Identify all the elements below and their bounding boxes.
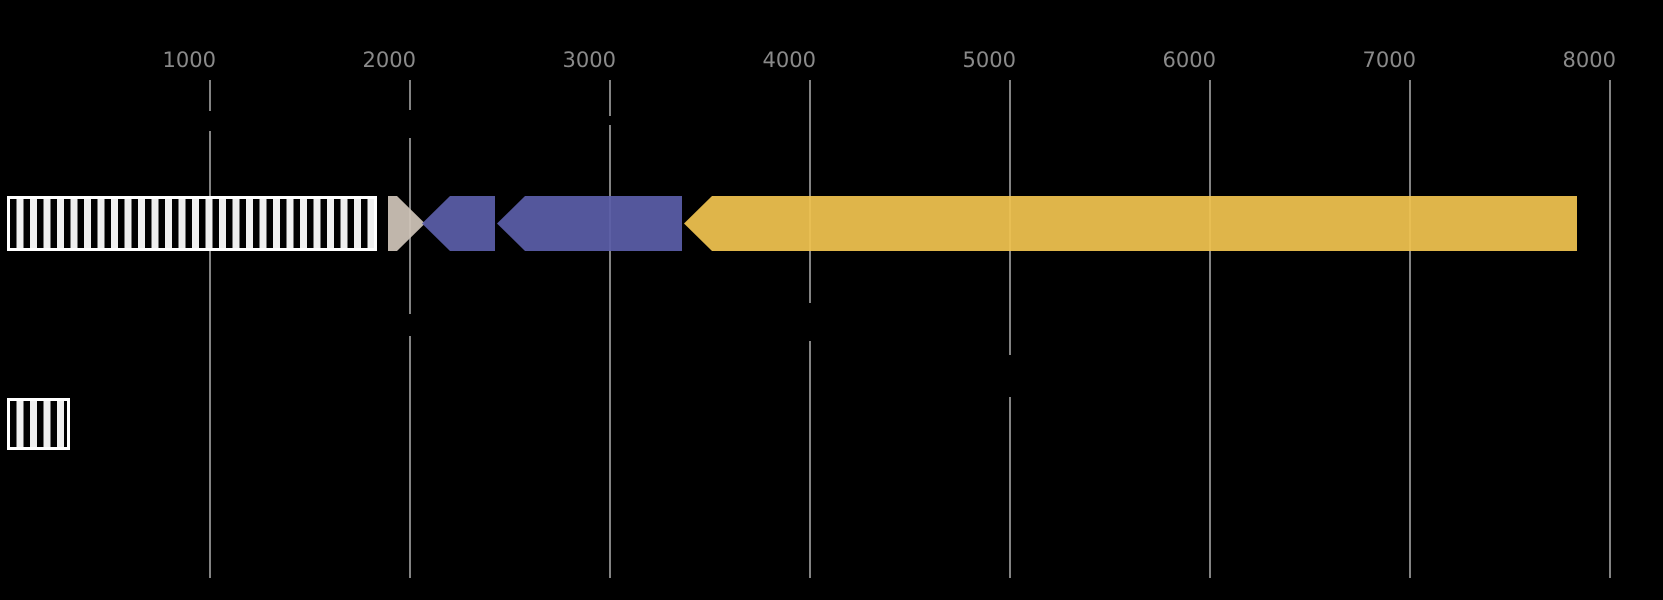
gridline-occlusion [402, 110, 418, 138]
gridline-5000 [1009, 80, 1011, 578]
gridline-1000 [209, 80, 211, 578]
feature-arrow-left [684, 196, 1577, 251]
gridline-occlusion [1002, 355, 1018, 397]
feature-arrow-left [422, 196, 495, 251]
gridline-8000 [1609, 80, 1611, 578]
feature-hatched-box [7, 196, 377, 251]
feature-arrow-left [497, 196, 682, 251]
gridline-7000 [1409, 80, 1411, 578]
tick-label-4000: 4000 [762, 48, 816, 72]
gridline-6000 [1209, 80, 1211, 578]
gridline-occlusion [402, 314, 418, 336]
tick-label-7000: 7000 [1362, 48, 1416, 72]
tick-label-5000: 5000 [962, 48, 1016, 72]
tick-label-8000: 8000 [1562, 48, 1616, 72]
gridline-3000 [609, 80, 611, 578]
feature-arrow-right [388, 196, 425, 251]
tick-label-6000: 6000 [1162, 48, 1216, 72]
tick-label-2000: 2000 [362, 48, 416, 72]
gridline-occlusion [602, 116, 618, 125]
tick-label-1000: 1000 [162, 48, 216, 72]
tick-label-3000: 3000 [562, 48, 616, 72]
gridline-occlusion [202, 111, 218, 131]
gridline-occlusion [802, 303, 818, 341]
feature-hatched-box [7, 398, 70, 450]
